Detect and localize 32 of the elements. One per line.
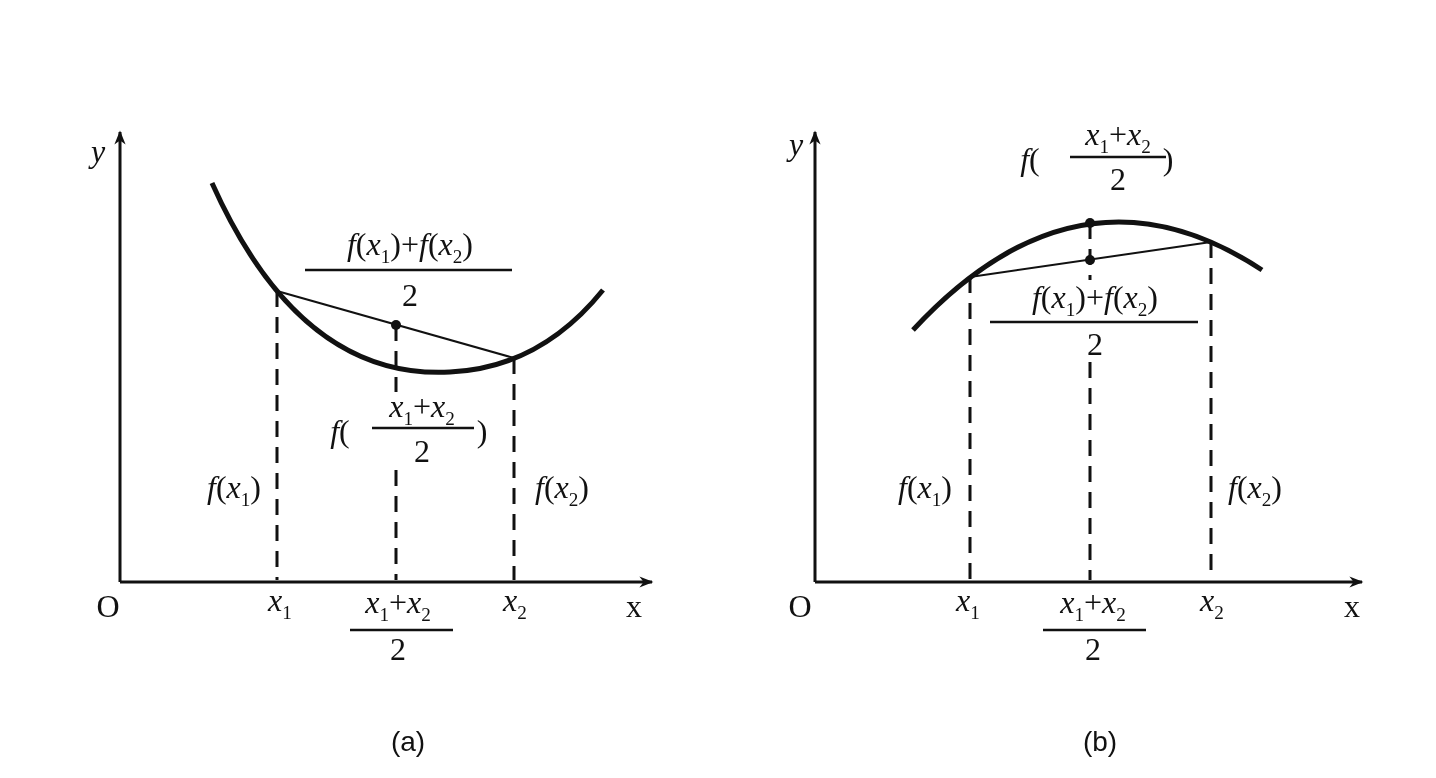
math-label: x$_{1}$+x$_{2}$ (389, 389, 455, 429)
math-label: O (96, 589, 120, 625)
math-label: 2 (1087, 327, 1103, 363)
math-label: x$_{2}$ (503, 583, 527, 623)
math-label: y (90, 134, 106, 170)
math-label: f(x$_{1}$)+f(x$_{2}$) (1032, 280, 1158, 320)
math-label: f(x$_{1}$) (207, 470, 261, 510)
math-label: 2 (1110, 162, 1126, 198)
math-label: f(x$_{1}$)+f(x$_{2}$) (347, 227, 473, 267)
math-label: y (788, 127, 804, 163)
math-label: x (1344, 589, 1360, 625)
panel-label: (a) (390, 726, 426, 758)
math-label: 2 (1085, 632, 1101, 668)
panel-label: (b) (1082, 726, 1118, 758)
math-label: x$_{2}$ (1200, 583, 1224, 623)
math-label: f(x$_{2}$) (1228, 470, 1282, 510)
math-label: 2 (414, 434, 430, 470)
math-label: ) (476, 414, 488, 450)
math-label: f(x$_{1}$) (898, 470, 952, 510)
math-label: x$_{1}$+x$_{2}$ (1085, 117, 1151, 157)
math-label: O (788, 589, 812, 625)
math-label: f( (330, 414, 350, 450)
math-label: ) (1162, 142, 1174, 178)
math-label: f(x$_{2}$) (535, 470, 589, 510)
math-label: 2 (402, 278, 418, 314)
math-label: x$_{1}$ (956, 583, 980, 623)
math-label: x$_{1}$+x$_{2}$ (365, 585, 431, 625)
math-label: 2 (390, 632, 406, 668)
math-label: x$_{1}$ (268, 583, 292, 623)
math-label: f( (1020, 142, 1040, 178)
math-label: x (626, 589, 642, 625)
math-label: x$_{1}$+x$_{2}$ (1060, 585, 1126, 625)
